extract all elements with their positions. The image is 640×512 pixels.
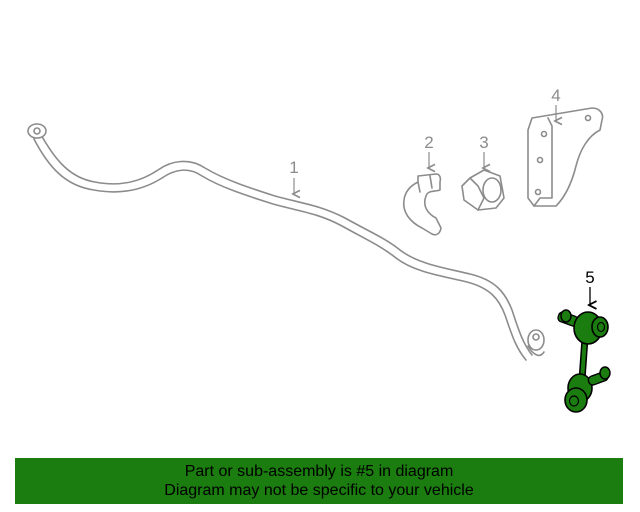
part-4-mount-bracket[interactable] bbox=[527, 107, 604, 207]
part-5-stabilizer-link[interactable] bbox=[557, 309, 611, 413]
callout-1: 1 bbox=[289, 158, 298, 194]
callout-label-3: 3 bbox=[479, 133, 488, 152]
callout-label-4: 4 bbox=[551, 86, 560, 105]
lower-ball-joint bbox=[564, 366, 611, 413]
upper-ball-joint bbox=[557, 309, 609, 345]
part-3-bushing[interactable] bbox=[461, 169, 505, 211]
callout-5: 5 bbox=[585, 268, 594, 305]
banner-line-1: Part or sub-assembly is #5 in diagram bbox=[184, 463, 454, 480]
part-1-stabilizer-bar[interactable] bbox=[27, 123, 545, 361]
part-2-bracket[interactable] bbox=[402, 173, 442, 236]
banner-line-2: Diagram may not be specific to your vehi… bbox=[164, 482, 474, 499]
callout-label-1: 1 bbox=[289, 158, 298, 177]
callout-label-5: 5 bbox=[585, 268, 594, 287]
callout-4: 4 bbox=[551, 86, 560, 121]
callout-2: 2 bbox=[424, 133, 433, 168]
info-banner: Part or sub-assembly is #5 in diagram Di… bbox=[15, 458, 623, 504]
callout-label-2: 2 bbox=[424, 133, 433, 152]
callout-3: 3 bbox=[479, 133, 488, 168]
